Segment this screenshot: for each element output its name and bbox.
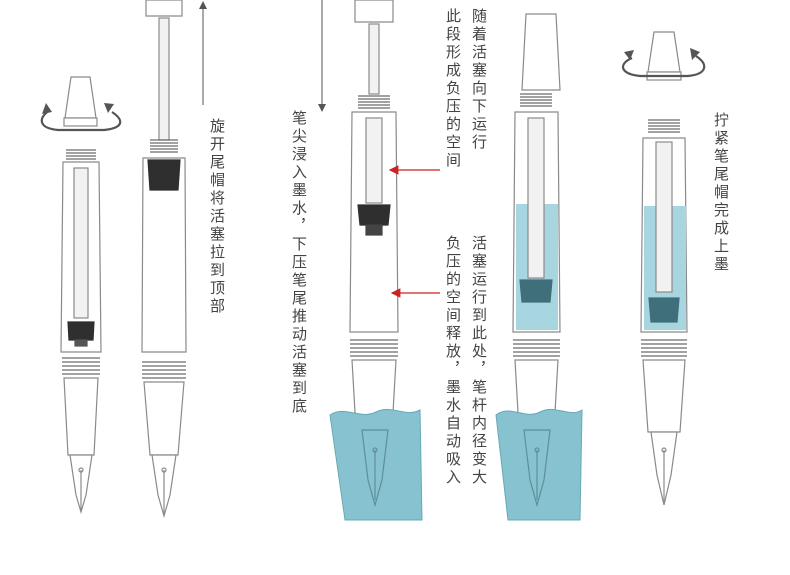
nib-3	[361, 429, 389, 508]
rotate-arrow-icon	[40, 103, 122, 132]
pen-3-piston-down	[349, 0, 399, 431]
pen-1-tail-unscrewed	[60, 76, 102, 515]
pen-2-piston-up	[141, 0, 187, 519]
negative-pressure-release-label: 负压的空间释放，墨水自动吸入	[444, 235, 462, 487]
nib-4	[523, 429, 551, 508]
pen-4-ink-drawn	[512, 13, 561, 431]
step4-label: 拧紧笔尾帽完成上墨	[712, 112, 730, 274]
step1-label: 旋开尾帽将活塞拉到顶部	[208, 118, 226, 316]
ink-pool-3	[329, 408, 423, 521]
step2-label: 笔尖浸入墨水，下压笔尾推动活塞到底	[290, 110, 308, 416]
piston-moves-down-label: 随着活塞向下运行	[470, 8, 488, 152]
pen-5-tail-tightened	[640, 31, 688, 506]
negative-pressure-upper-label: 此段形成负压的空间	[444, 8, 462, 170]
ink-pool-4	[495, 408, 583, 521]
barrel-wider-label: 活塞运行到此处，笔杆内径变大	[470, 235, 488, 487]
rotate-arrow-icon	[622, 48, 706, 78]
